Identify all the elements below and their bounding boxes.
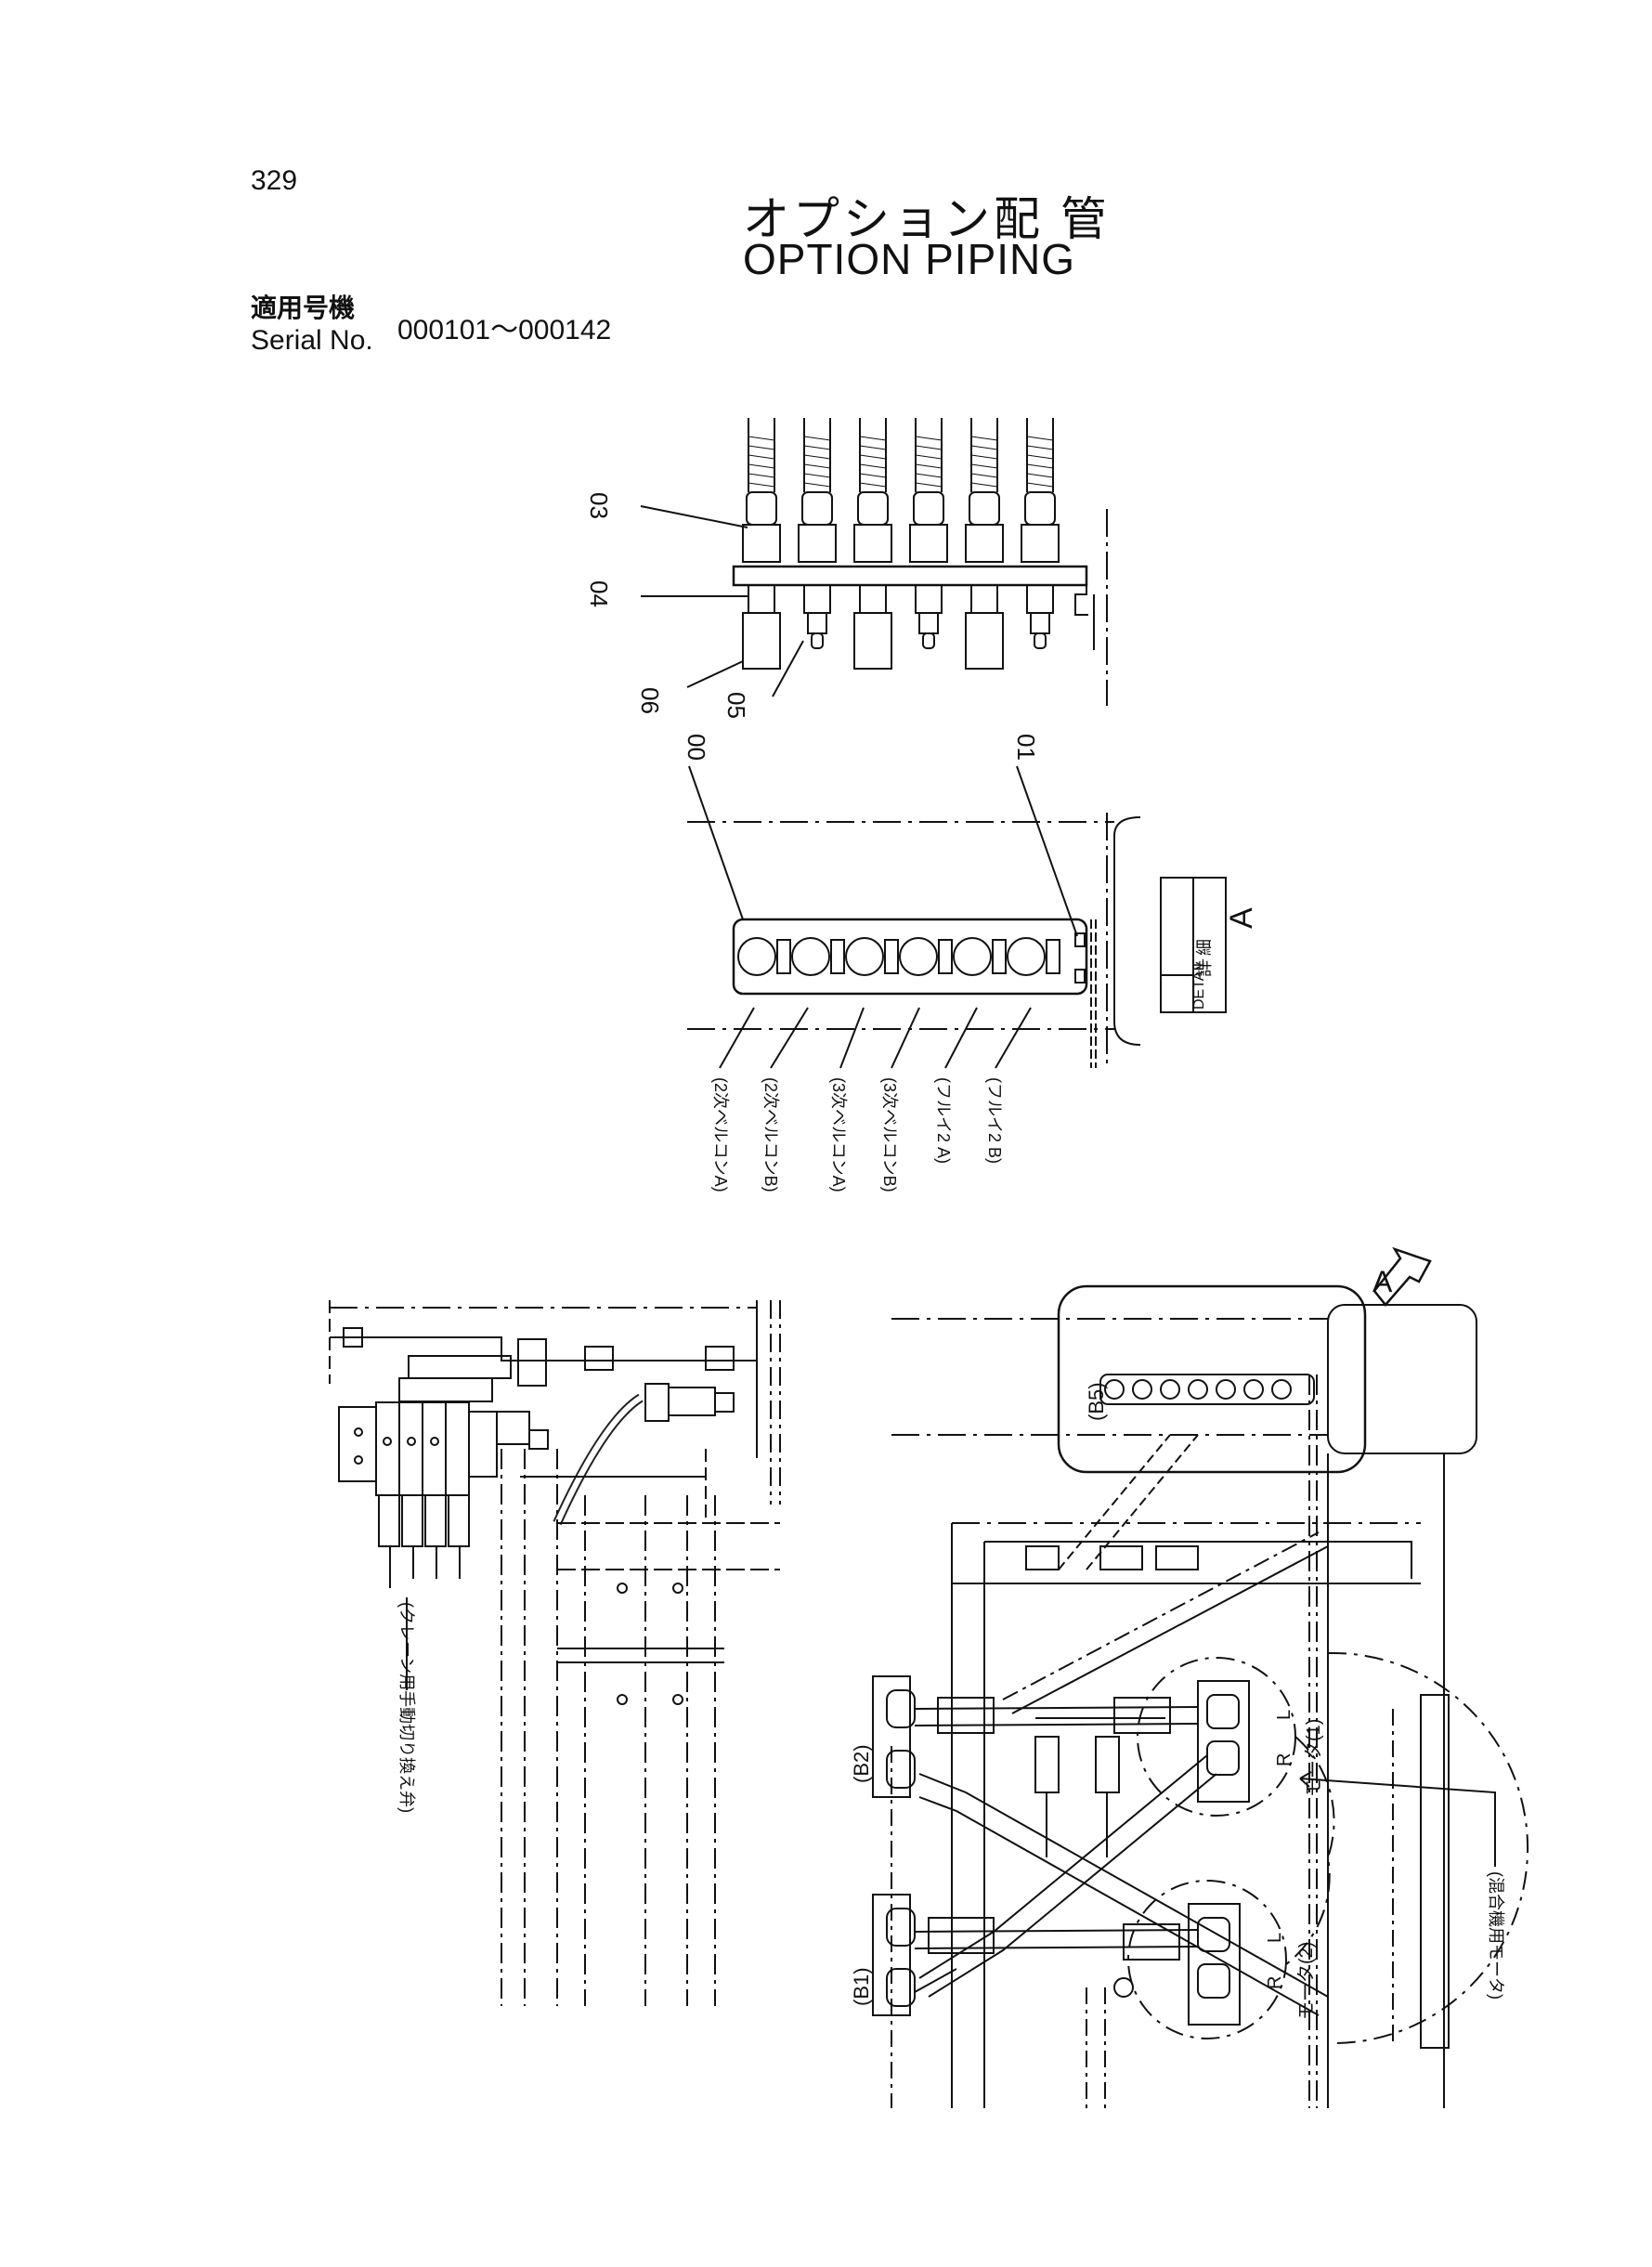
block-label-b1: (B1) — [850, 1967, 873, 2006]
callout-05: 05 — [722, 692, 750, 719]
plate-clamp — [884, 939, 899, 974]
crane-valve-label: (クレーン用手動切り換え弁) — [397, 1602, 416, 1814]
plate-hole — [845, 937, 884, 976]
plate-clamp — [776, 939, 791, 974]
detail-a-plate — [687, 765, 1227, 1069]
hose-fitting — [853, 418, 892, 670]
hose-fitting — [909, 418, 948, 649]
plate-hole — [953, 937, 992, 976]
serial-label-english: Serial No. — [251, 325, 373, 356]
hose-fitting — [798, 418, 837, 649]
block-label-b2: (B2) — [850, 1744, 873, 1783]
plate-clamp — [938, 939, 953, 974]
title-english: OPTION PIPING — [743, 235, 1076, 283]
plate-hole — [791, 937, 830, 976]
callout-06: 06 — [636, 687, 664, 714]
hose-fittings-detail — [640, 418, 1108, 706]
detail-letter: A — [1224, 907, 1259, 929]
b5-port — [1160, 1379, 1180, 1400]
motor-piping-view — [872, 1246, 1529, 2108]
hose-fitting — [1021, 418, 1060, 649]
callout-03: 03 — [585, 492, 613, 519]
crane-valve-view — [329, 1300, 781, 2006]
port-label-6: (フルイ2 B) — [985, 1077, 1004, 1165]
title-japanese: オプション配 管 — [743, 193, 1111, 245]
motor-note: (混合機用モータ) — [1487, 1871, 1505, 2000]
motor1-port-l: L — [1274, 1709, 1294, 1720]
page-number: 329 — [251, 165, 298, 196]
port-label-5: (フルイ2 A) — [934, 1077, 953, 1165]
motor1-port-r: R — [1274, 1752, 1294, 1766]
plate-hole — [1007, 937, 1046, 976]
motor2-port-l: L — [1265, 1932, 1285, 1943]
motor-label-2: モータ(2) — [1296, 1941, 1317, 2020]
motor-label-1: モータ(1) — [1304, 1718, 1324, 1797]
plate-hole — [737, 937, 776, 976]
serial-range: 000101～000142 — [397, 315, 612, 345]
plate-hole — [899, 937, 938, 976]
port-label-2: (2次ベルコンB) — [761, 1077, 780, 1192]
b5-port — [1216, 1379, 1236, 1400]
plate-clamp — [992, 939, 1007, 974]
port-label-1: (2次ベルコンA) — [711, 1077, 730, 1192]
b5-port — [1104, 1379, 1125, 1400]
hose-fitting — [742, 418, 781, 670]
hose-fitting — [965, 418, 1004, 670]
callout-04: 04 — [585, 580, 613, 607]
plate-clamp — [830, 939, 845, 974]
b5-port — [1271, 1379, 1292, 1400]
detail-label-en: DETAIL — [1191, 958, 1207, 1010]
view-arrow-letter: A — [1372, 1265, 1393, 1298]
serial-label-japanese: 適用号機 — [251, 293, 356, 322]
callout-00: 00 — [683, 734, 710, 761]
port-label-3: (3次ベルコンA) — [829, 1077, 848, 1192]
b5-port — [1132, 1379, 1152, 1400]
b5-port — [1188, 1379, 1208, 1400]
b5-port — [1243, 1379, 1264, 1400]
block-label-b5: (B5) — [1085, 1382, 1108, 1421]
motor2-port-r: R — [1265, 1975, 1285, 1989]
port-label-4: (3次ベルコンB) — [880, 1077, 899, 1192]
plate-clamp — [1046, 939, 1060, 974]
callout-01: 01 — [1012, 734, 1040, 761]
